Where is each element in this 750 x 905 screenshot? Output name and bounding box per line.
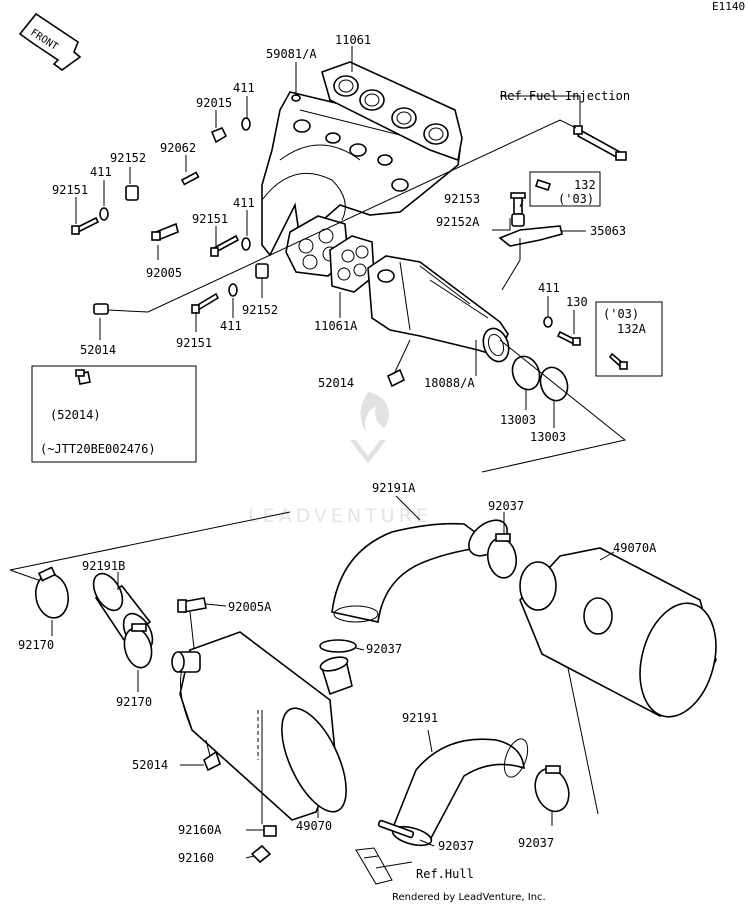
exhaust-pipe xyxy=(367,255,510,363)
label-92160: 92160 xyxy=(178,851,214,865)
label-92153: 92153 xyxy=(444,192,480,206)
variant-box-132a xyxy=(595,301,663,377)
label-13003-a: 13003 xyxy=(500,413,536,427)
label-59081a: 59081/A xyxy=(266,47,317,61)
label-92160a: 92160A xyxy=(178,823,222,837)
label-92151-a: 92151 xyxy=(52,183,88,197)
label-52014-c: 52014 xyxy=(132,758,168,772)
clamp-92170-left xyxy=(34,566,70,619)
ref-fuel-injection: Ref.Fuel Injection xyxy=(500,89,630,103)
leader-lines-lower xyxy=(9,511,641,815)
label-92005: 92005 xyxy=(146,266,182,280)
label-411-e: 411 xyxy=(538,281,560,295)
o-ring-b xyxy=(539,366,569,402)
fuel-injection-connector xyxy=(573,125,627,161)
fitting-52014-lower xyxy=(203,750,221,772)
fitting-52014-line xyxy=(205,739,211,757)
label-11061a: 11061A xyxy=(314,319,358,333)
inset-box xyxy=(31,365,197,463)
label-49070a: 49070A xyxy=(613,541,657,555)
leader-lines-upper xyxy=(75,46,627,473)
front-arrow-icon: FRONT xyxy=(18,12,82,71)
label-411-b: 411 xyxy=(90,165,112,179)
label-92005a: 92005A xyxy=(228,600,272,614)
clamp-92037-bottom xyxy=(377,819,415,839)
label-92151-b: 92151 xyxy=(192,212,228,226)
clamp-92037-mid xyxy=(319,639,357,653)
label-92151-c: 92151 xyxy=(176,336,212,350)
label-92191: 92191 xyxy=(402,711,438,725)
o-ring-a xyxy=(511,355,541,391)
inset-part-label: (52014) xyxy=(50,408,101,422)
box-year-label: ('03) xyxy=(603,307,639,321)
label-92152-b: 92152 xyxy=(242,303,278,317)
label-35063: 35063 xyxy=(590,224,626,238)
label-92170-a: 92170 xyxy=(18,638,54,652)
part-labels: 11061 59081/A 411 92015 92062 92152 411 … xyxy=(18,33,657,881)
fitting-92005a xyxy=(177,597,207,649)
label-411-d: 411 xyxy=(220,319,242,333)
label-92152a: 92152A xyxy=(436,215,480,229)
muffler-49070a xyxy=(519,547,717,718)
ref-hull: Ref.Hull xyxy=(416,867,474,881)
label-132: 132 xyxy=(574,178,596,192)
label-92170-b: 92170 xyxy=(116,695,152,709)
label-92152-a: 92152 xyxy=(110,151,146,165)
hose-92191a xyxy=(331,519,508,623)
leader-lines-labels-lower xyxy=(51,495,615,869)
label-92037-b: 92037 xyxy=(366,642,402,656)
diagram-id: E1140 xyxy=(712,0,745,13)
label-411-c: 411 xyxy=(233,196,255,210)
variant-box-132 xyxy=(529,171,601,207)
label-52014-b: 52014 xyxy=(318,376,354,390)
front-arrow-label: FRONT xyxy=(28,27,59,53)
label-13003-b: 13003 xyxy=(530,430,566,444)
watermark-text: LEADVENTURE xyxy=(248,505,432,527)
label-130: 130 xyxy=(566,295,588,309)
label-92037-d: 92037 xyxy=(518,836,554,850)
label-18088a: 18088/A xyxy=(424,376,475,390)
manifold-gasket xyxy=(321,61,463,162)
hardware-parts xyxy=(71,117,628,388)
label-52014-a: 52014 xyxy=(80,343,116,357)
leadventure-watermark: LEADVENTURE xyxy=(248,392,432,527)
label-03: ('03) xyxy=(558,192,594,206)
box-132a-label: 132A xyxy=(617,322,647,336)
inset-note-label: (~JTT20BE002476) xyxy=(40,442,156,456)
label-411-a: 411 xyxy=(233,81,255,95)
label-49070: 49070 xyxy=(296,819,332,833)
label-92037-c: 92037 xyxy=(438,839,474,853)
footer-credit: Rendered by LeadVenture, Inc. xyxy=(392,892,546,903)
hull-reference-icon xyxy=(355,847,393,885)
label-parts xyxy=(250,825,277,864)
label-92062: 92062 xyxy=(160,141,196,155)
label-11061: 11061 xyxy=(335,33,371,47)
clamp-92170-right xyxy=(123,623,153,669)
muffler-49070 xyxy=(171,631,353,821)
label-92037-a: 92037 xyxy=(488,499,524,513)
clamp-92037-bottom-right xyxy=(534,765,570,813)
label-92191b: 92191B xyxy=(82,559,125,573)
label-92015: 92015 xyxy=(196,96,232,110)
clamp-92037-top xyxy=(486,533,518,579)
label-92191a: 92191A xyxy=(372,481,416,495)
